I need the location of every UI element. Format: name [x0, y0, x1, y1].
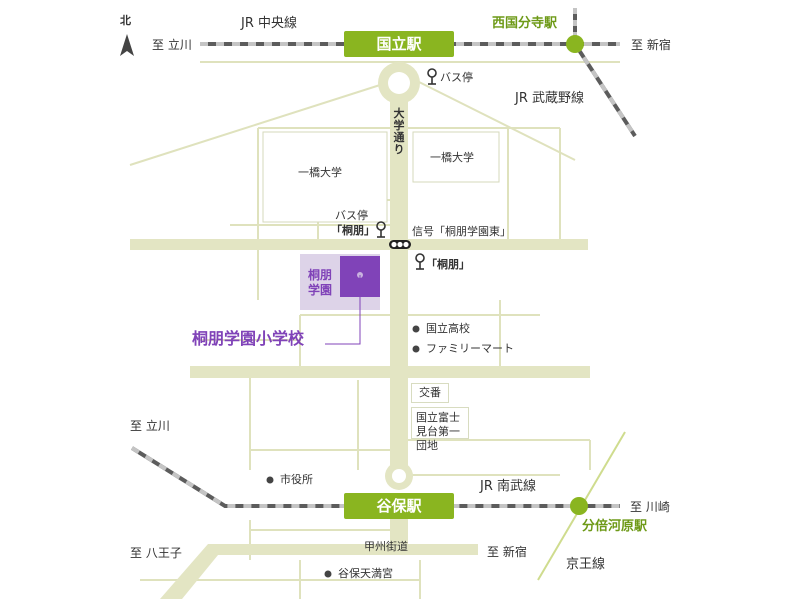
- kunitachi-high-label: 国立高校: [426, 322, 470, 335]
- yaho-station-label: 谷保駅: [344, 493, 454, 519]
- keio-line-label: 京王線: [566, 557, 606, 572]
- musashino-line-south: [573, 42, 637, 138]
- daigaku-dori-label: 大学通り: [393, 107, 405, 156]
- direction-kawasaki: 至 川崎: [630, 500, 670, 514]
- hitotsubashi-east-block: [412, 131, 500, 183]
- chuo-line-label: JR 中央線: [241, 16, 297, 31]
- major-roads: [130, 80, 590, 555]
- kunitachi-station-label: 国立駅: [344, 31, 454, 57]
- bus-stop-station-label: バス停: [440, 71, 473, 84]
- station-marker-icon: [570, 497, 588, 515]
- bus-stop-toho-label: バス停: [335, 209, 368, 222]
- signal-label: 信号「桐朋学園東」: [412, 225, 511, 238]
- minor-streets: [129, 61, 620, 599]
- bubaigawara-station-label: 分倍河原駅: [582, 519, 648, 534]
- bus-stop-icon: [376, 221, 386, 238]
- hitotsubashi-west-block: [262, 131, 388, 223]
- musashino-line-label: JR 武蔵野線: [515, 91, 584, 106]
- nambu-line-dash: [130, 446, 620, 508]
- bus-stop-toho-east-label: 「桐朋」: [426, 258, 470, 271]
- koban-box: 交番: [411, 383, 449, 403]
- tenmangu-label: 谷保天満宮: [338, 567, 393, 580]
- compass-label: 北: [120, 14, 131, 27]
- danchi-box: 国立富士見台第一団地: [411, 407, 469, 452]
- toho-gakuen-label: 桐朋学園: [307, 268, 332, 297]
- direction-shinjuku-top: 至 新宿: [631, 38, 671, 52]
- bus-stop-toho-name: 「桐朋」: [331, 224, 375, 237]
- target-school-label: 桐朋学園小学校: [192, 329, 305, 348]
- direction-tachikawa-top: 至 立川: [152, 38, 192, 52]
- school-leader-line: [325, 275, 361, 345]
- nambu-line-label: JR 南武線: [480, 479, 536, 494]
- traffic-signal-icon: [389, 240, 411, 249]
- hitotsubashi-east-label: 一橋大学: [430, 151, 474, 164]
- bus-stop-icon: [415, 253, 425, 270]
- station-marker-icon: [566, 35, 584, 53]
- family-mart-label: ファミリーマート: [426, 342, 514, 355]
- bus-stop-icon: [427, 68, 437, 85]
- landmark-dot-icon: [266, 325, 420, 578]
- hitotsubashi-west-label: 一橋大学: [298, 166, 342, 179]
- direction-tachikawa-mid: 至 立川: [130, 419, 170, 433]
- nishikokubunji-station-label: 西国分寺駅: [492, 16, 558, 31]
- north-arrow-icon: [120, 34, 134, 56]
- direction-shinjuku-bottom: 至 新宿: [487, 545, 527, 559]
- koshu-road-west: [160, 544, 250, 599]
- city-hall-label: 市役所: [280, 473, 313, 486]
- koshu-kaido-label: 甲州街道: [364, 540, 408, 553]
- direction-hachioji: 至 八王子: [130, 546, 182, 560]
